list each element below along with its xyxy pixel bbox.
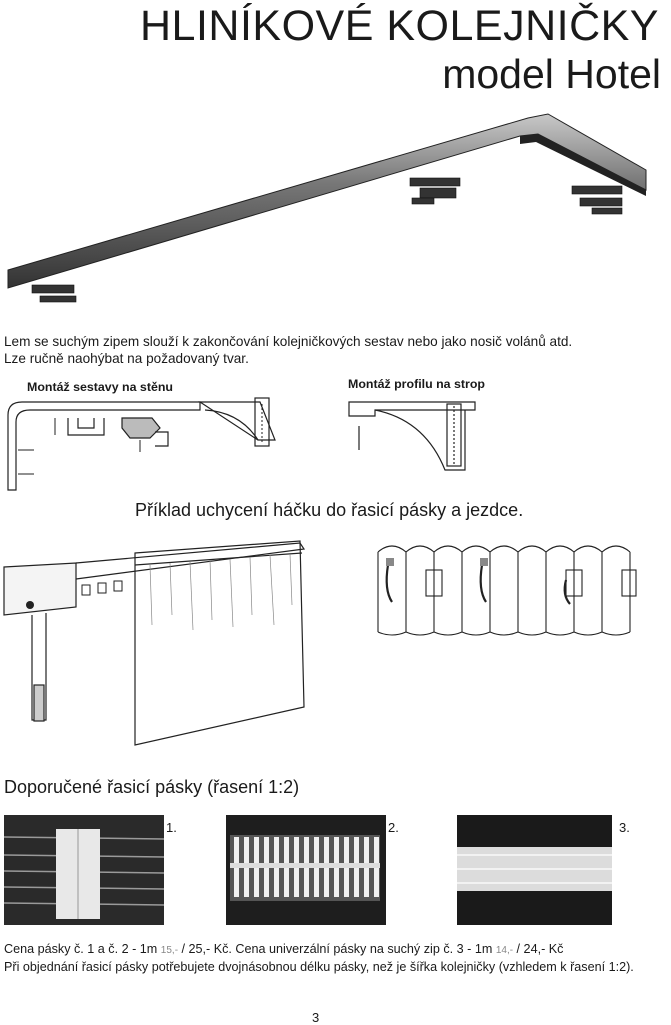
tape-number-1: 1.	[166, 820, 177, 835]
wall-mount-diagram	[7, 397, 276, 491]
order-note: Při objednání řasicí pásky potřebujete d…	[4, 960, 634, 974]
wall-mount-label: Montáž sestavy na stěnu	[27, 380, 173, 394]
price-text-3: / 24,- Kč	[513, 942, 564, 956]
page-number: 3	[312, 1010, 320, 1025]
tape-number-3: 3.	[619, 820, 630, 835]
example-heading: Příklad uchycení háčku do řasicí pásky a…	[135, 500, 524, 520]
curtain-illustration	[3, 540, 306, 746]
old-price-1: 15,-	[160, 945, 179, 956]
price-text-2: / 25,- Kč. Cena univerzální pásky na suc…	[178, 942, 496, 956]
page-title: HLINÍKOVÉ KOLEJNIČKY	[140, 2, 659, 50]
price-text-1: Cena pásky č. 1 a č. 2 - 1m	[4, 942, 161, 956]
ceiling-mount-label: Montáž profilu na strop	[348, 377, 485, 391]
page-subtitle: model Hotel	[442, 51, 661, 97]
old-price-2: 14,-	[495, 945, 514, 956]
tape-number-2: 2.	[388, 820, 399, 835]
price-line: Cena pásky č. 1 a č. 2 - 1m 15,- / 25,- …	[4, 941, 563, 959]
tape-sample-1	[4, 815, 164, 925]
rail-illustration	[7, 113, 647, 303]
tapes-heading: Doporučené řasicí pásky (řasení 1:2)	[4, 777, 300, 797]
pleat-tape-illustration	[377, 545, 637, 636]
intro-line-2: Lze ručně naohýbat na požadovaný tvar.	[4, 351, 249, 366]
intro-line-1: Lem se suchým zipem slouží k zakončování…	[4, 334, 573, 349]
tape-sample-3	[457, 815, 612, 925]
ceiling-mount-diagram	[348, 401, 476, 471]
tape-sample-2	[226, 815, 386, 925]
